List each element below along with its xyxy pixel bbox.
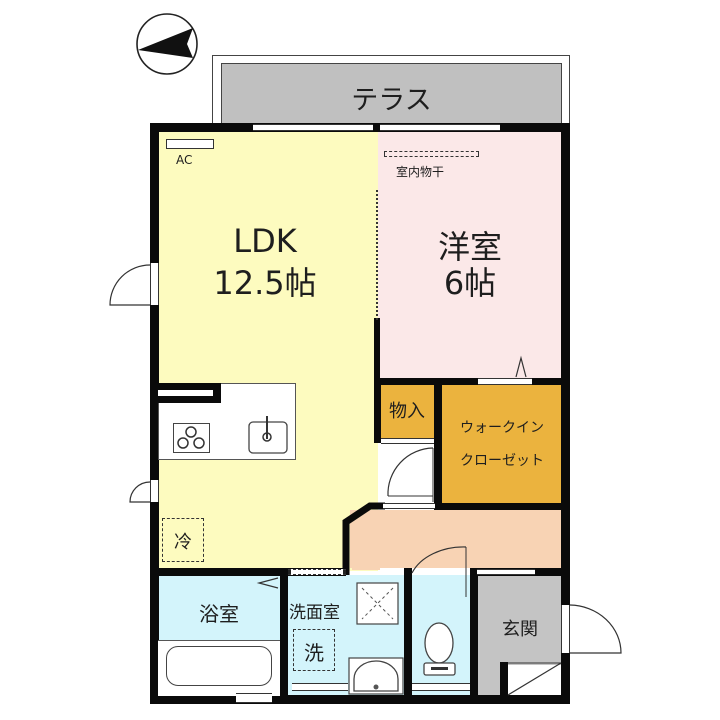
terrace-label: テラス xyxy=(351,85,432,116)
western-room-label: 洋室 xyxy=(437,228,502,266)
wall-wash-toilet xyxy=(404,568,412,703)
storage-swing-door[interactable] xyxy=(385,444,435,504)
wall-ldk-western-lower xyxy=(374,318,380,380)
closet-door-marker[interactable] xyxy=(514,355,528,378)
bathroom-door-marker[interactable] xyxy=(256,576,280,590)
kitchen-sink-icon xyxy=(248,416,288,454)
wall-storage-right xyxy=(434,378,442,510)
kitchen-wall-inset xyxy=(158,390,213,396)
washing-machine-space-icon xyxy=(293,629,335,671)
washroom-hall-opening[interactable] xyxy=(288,569,346,575)
toilet-swing-door[interactable] xyxy=(410,545,470,597)
floor-drain-icon xyxy=(356,582,399,625)
fridge-label: 冷 xyxy=(174,532,192,553)
shoe-area xyxy=(508,665,562,697)
wic-label-line2: クローゼット xyxy=(460,453,544,469)
bathroom-window[interactable] xyxy=(236,693,272,703)
wall-bath-wash xyxy=(280,568,288,703)
stove-burners-icon xyxy=(173,423,210,453)
ldk-room xyxy=(158,131,378,571)
ac-label: AC xyxy=(176,153,193,167)
ldk-label: LDK xyxy=(233,222,297,260)
window-ldk-terrace[interactable] xyxy=(253,124,373,131)
side-door-swing-upper[interactable] xyxy=(108,263,152,307)
entrance-hall-opening[interactable] xyxy=(477,569,535,575)
wall-wic-bottom xyxy=(434,503,570,510)
window-western-terrace[interactable] xyxy=(380,124,500,131)
toilet-icon xyxy=(423,622,456,676)
wall-bottom xyxy=(150,695,570,704)
western-room-size: 6帖 xyxy=(443,264,497,302)
indoor-drying-label: 室内物干 xyxy=(396,165,445,179)
wall-western-bottom xyxy=(374,378,570,385)
bathroom-label: 浴室 xyxy=(199,602,239,626)
toilet-window[interactable] xyxy=(412,683,470,691)
wall-right xyxy=(561,123,570,703)
ldk-size: 12.5帖 xyxy=(213,264,317,302)
hallway-door-opening[interactable] xyxy=(383,503,435,509)
wall-ldk-bath xyxy=(150,568,346,576)
entrance-label: 玄関 xyxy=(502,619,538,640)
storage-door[interactable] xyxy=(381,438,434,444)
hallway xyxy=(350,510,562,568)
refrigerator-space-icon xyxy=(162,518,204,562)
washroom-window[interactable] xyxy=(292,683,348,691)
western-room xyxy=(378,131,562,378)
bathtub-icon xyxy=(166,646,272,686)
washer-label: 洗 xyxy=(304,641,324,665)
sliding-partition[interactable] xyxy=(374,190,380,320)
hallway-angled-wall xyxy=(342,502,385,575)
drying-rail-icon xyxy=(384,151,479,157)
wall-storage-left xyxy=(374,378,381,443)
wall-left xyxy=(150,123,159,703)
wash-basin-icon xyxy=(348,657,404,695)
wall-toilet-entrance xyxy=(470,568,478,703)
washroom-label: 洗面室 xyxy=(289,603,340,623)
storage-room xyxy=(380,384,434,438)
hallway-corner xyxy=(352,510,380,570)
air-conditioner-icon xyxy=(166,139,214,149)
side-door-swing-lower[interactable] xyxy=(128,480,152,504)
front-door-swing[interactable] xyxy=(569,603,625,655)
wall-top-mid xyxy=(373,123,380,132)
north-arrow-compass-icon xyxy=(136,13,198,75)
wic-label-line1: ウォークイン xyxy=(460,420,544,436)
shoe-box-diagonal xyxy=(507,662,562,696)
storage-label: 物入 xyxy=(389,401,425,422)
door-wic-opening[interactable] xyxy=(478,378,532,385)
entrance-step-wall xyxy=(500,662,508,703)
ldk-side-window-lower[interactable] xyxy=(150,480,159,502)
ldk-side-window[interactable] xyxy=(150,263,159,305)
walk-in-closet xyxy=(442,384,562,504)
front-door[interactable] xyxy=(561,605,570,653)
